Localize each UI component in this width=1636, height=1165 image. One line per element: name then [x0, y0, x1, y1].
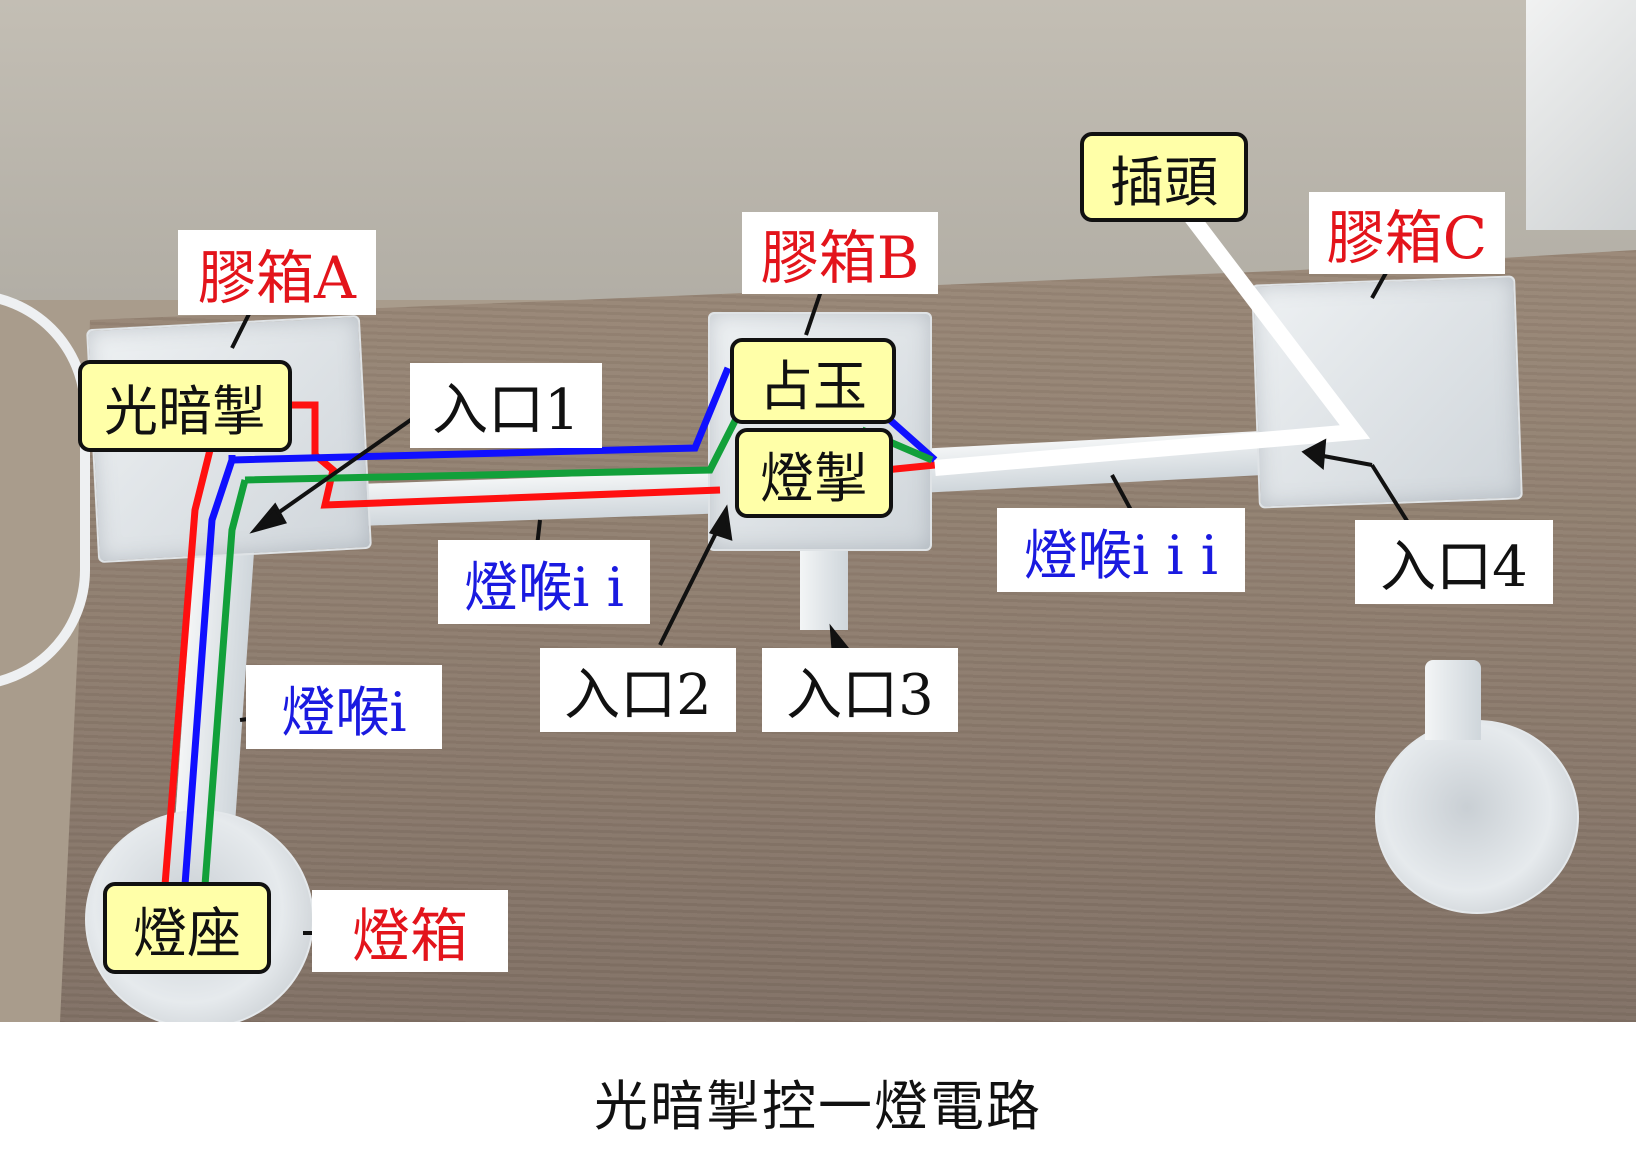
entry-1-label: 入口1	[410, 363, 602, 448]
plug-tag: 插頭	[1080, 132, 1248, 222]
conduit-ii-label: 燈喉i i	[438, 540, 650, 624]
box-c-label: 膠箱C	[1309, 192, 1505, 274]
wiring-photo: 膠箱A 膠箱B 膠箱C 燈箱 燈喉i 燈喉i i 燈喉i i i 入口1 入口2…	[0, 0, 1636, 1022]
terminal-block-tag: 占玉	[730, 338, 896, 424]
entry-2-label: 入口2	[540, 648, 736, 732]
entry-3-label: 入口3	[762, 648, 958, 732]
figure-caption: 光暗掣控一燈電路	[594, 1075, 1042, 1138]
entry-4-label: 入口4	[1355, 520, 1553, 604]
lamp-box-label: 燈箱	[312, 890, 508, 972]
conduit-iii-label: 燈喉i i i	[997, 508, 1245, 592]
conduit-i-label: 燈喉i	[246, 665, 442, 749]
photo-switch-tag: 光暗掣	[78, 360, 292, 452]
packaging-corner	[1526, 0, 1636, 230]
box-b-label: 膠箱B	[742, 212, 938, 294]
lamp-holder-tag: 燈座	[103, 882, 271, 974]
lamp-switch-tag: 燈掣	[735, 428, 893, 518]
box-a-label: 膠箱A	[178, 230, 376, 315]
spare-box-spout	[1425, 660, 1481, 740]
